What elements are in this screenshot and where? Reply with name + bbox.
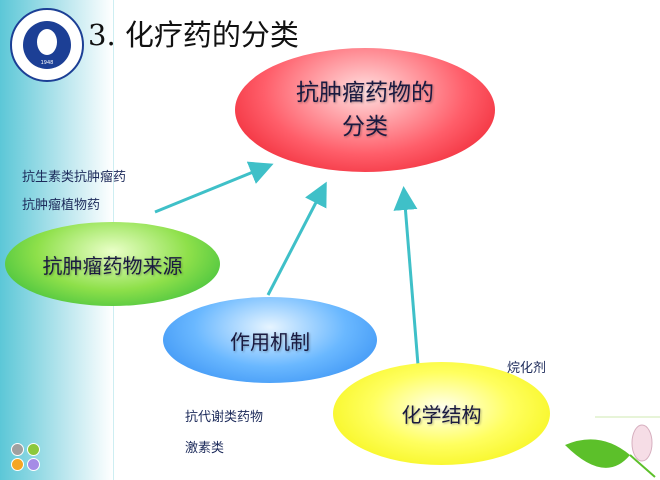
decor-dot — [11, 458, 24, 471]
arrow-structure — [393, 186, 420, 366]
node-center: 抗肿瘤药物的分类 — [235, 48, 495, 172]
node-structure: 化学结构 — [333, 362, 550, 465]
label-hormone: 激素类 — [185, 441, 225, 456]
arrow-source — [154, 161, 274, 214]
arrow-mechanism — [266, 181, 327, 296]
slide-title: 3. 化疗药的分类 — [88, 18, 299, 52]
node-mechanism: 作用机制 — [163, 297, 377, 383]
decor-dot — [27, 443, 40, 456]
leaf-butterfly-decoration — [565, 416, 660, 478]
hospital-logo: 1948 — [10, 8, 84, 82]
node-source: 抗肿瘤药物来源 — [5, 222, 220, 306]
decor-dot — [11, 443, 24, 456]
label-alkylating: 烷化剂 — [507, 361, 547, 376]
svg-text:1948: 1948 — [41, 60, 54, 66]
label-antibiotic: 抗生素类抗肿瘤药 — [22, 170, 127, 185]
label-plant: 抗肿瘤植物药 — [22, 198, 101, 213]
label-antimetabolite: 抗代谢类药物 — [185, 410, 264, 425]
decor-dot — [27, 458, 40, 471]
